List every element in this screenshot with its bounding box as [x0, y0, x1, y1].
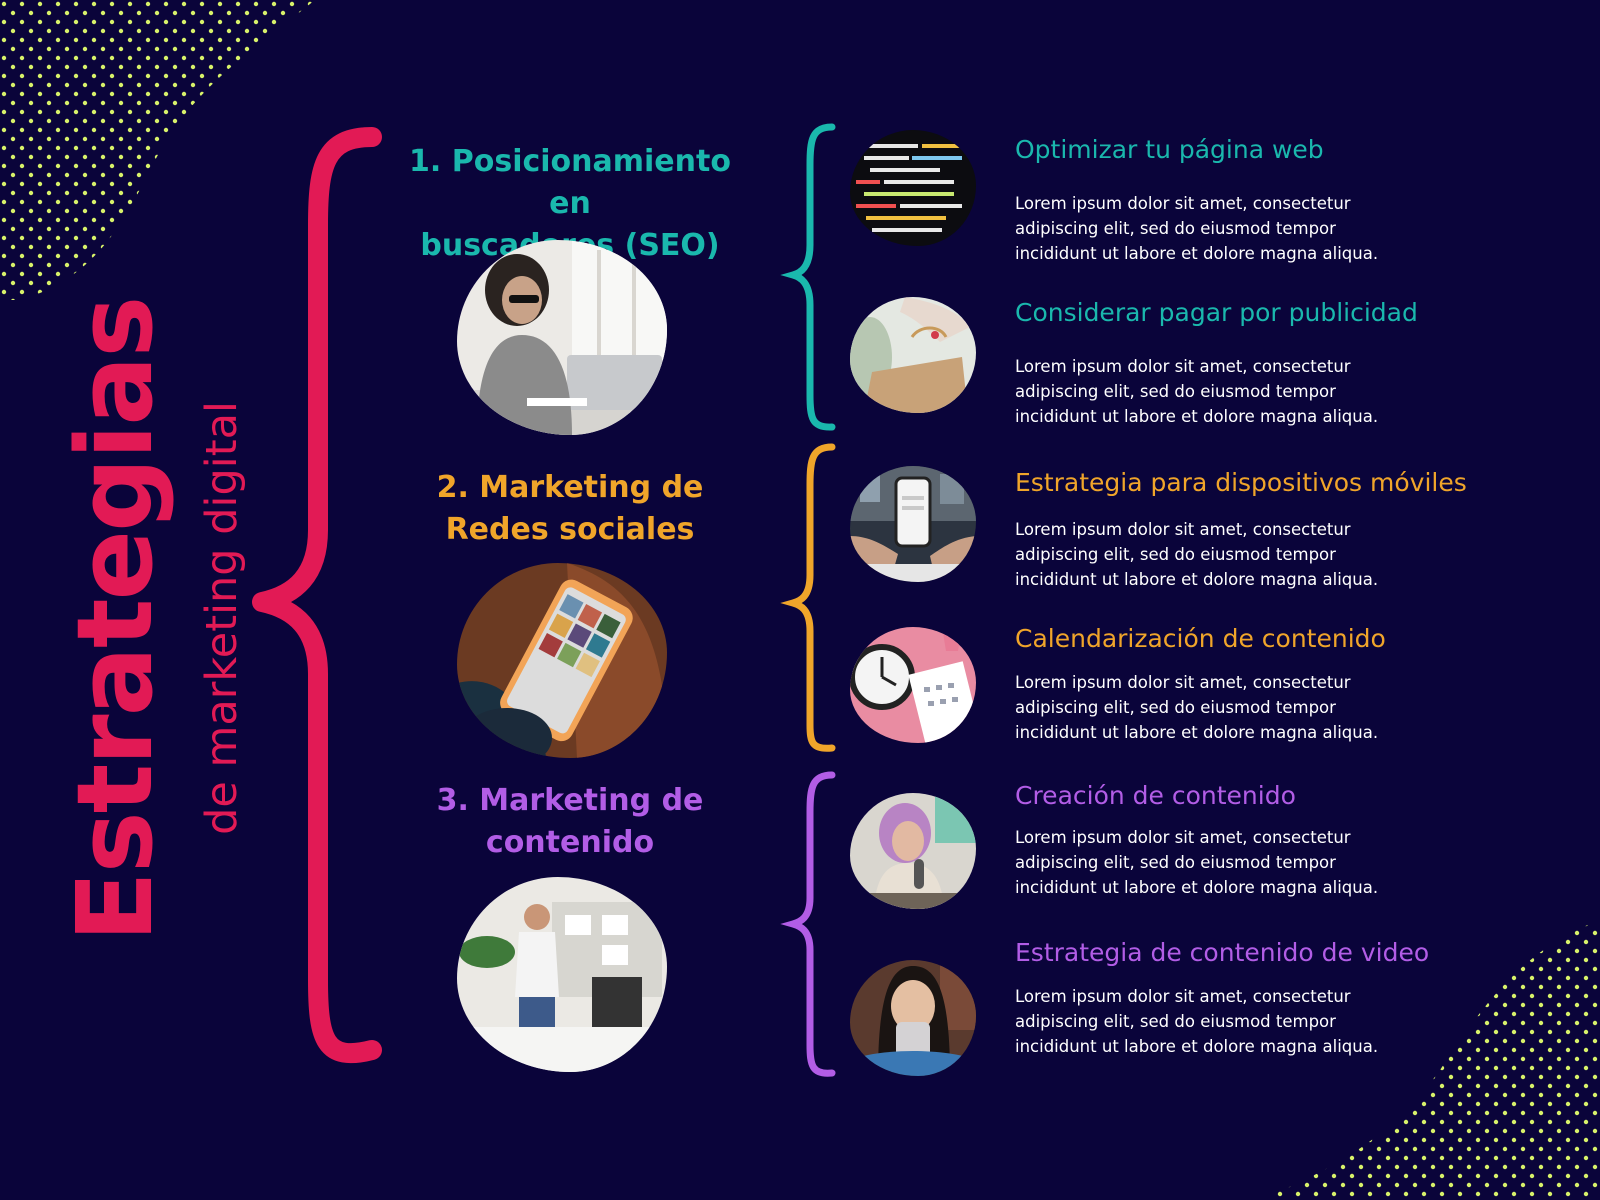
category-3-title-line1: 3. Marketing de: [436, 783, 704, 818]
item-5-description: Lorem ipsum dolor sit amet, consectetur …: [1015, 828, 1379, 897]
item-3-title: Estrategia para dispositivos móviles: [1015, 468, 1467, 497]
item-5-photo: [850, 793, 976, 909]
item-2-photo: [850, 297, 976, 413]
purple-brace: [780, 771, 836, 1077]
category-3-photo: [457, 877, 667, 1072]
item-1-title: Optimizar tu página web: [1015, 135, 1324, 164]
item-2-description: Lorem ipsum dolor sit amet, consectetur …: [1015, 357, 1379, 426]
orange-brace: [780, 443, 836, 752]
item-4-title: Calendarización de contenido: [1015, 624, 1386, 653]
category-3-title: 3. Marketing de contenido: [390, 780, 750, 864]
item-6-title: Estrategia de contenido de video: [1015, 938, 1430, 967]
item-3-photo: [850, 466, 976, 582]
item-4-photo: [850, 627, 976, 743]
category-3-title-line2: contenido: [485, 825, 655, 860]
teal-brace: [780, 123, 836, 431]
category-2-title-line2: Redes sociales: [445, 512, 695, 547]
dot-pattern-bottom-right: [1260, 920, 1600, 1200]
item-2-title: Considerar pagar por publicidad: [1015, 298, 1418, 327]
item-4-description: Lorem ipsum dolor sit amet, consectetur …: [1015, 673, 1379, 742]
item-1-photo: [850, 130, 976, 246]
item-1-description: Lorem ipsum dolor sit amet, consectetur …: [1015, 194, 1379, 263]
category-1-title-line1: 1. Posicionamiento en: [409, 144, 731, 221]
category-1-photo: [457, 240, 667, 435]
main-brace: [252, 127, 382, 1064]
category-2-photo: [457, 563, 667, 758]
category-2-title-line1: 2. Marketing de: [436, 470, 704, 505]
item-3-description: Lorem ipsum dolor sit amet, consectetur …: [1015, 520, 1379, 589]
item-5-title: Creación de contenido: [1015, 781, 1296, 810]
item-6-description: Lorem ipsum dolor sit amet, consectetur …: [1015, 987, 1379, 1056]
category-2-title: 2. Marketing de Redes sociales: [390, 467, 750, 551]
dot-pattern-top-left: [0, 0, 315, 300]
item-6-photo: [850, 960, 976, 1076]
